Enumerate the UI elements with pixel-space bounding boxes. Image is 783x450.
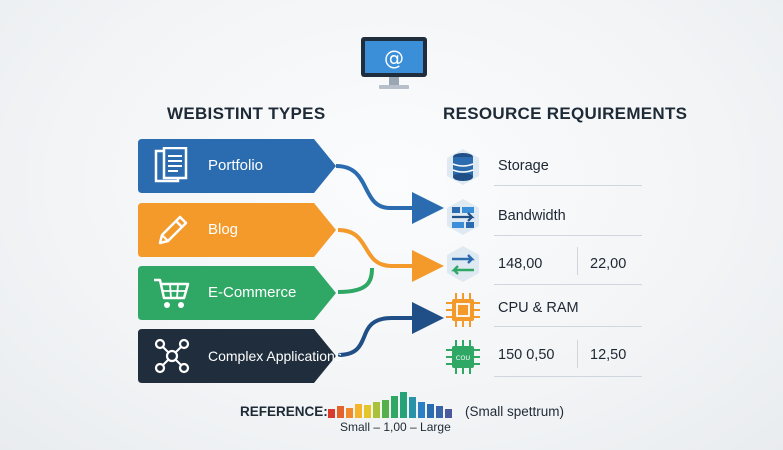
- spectrum-bar: [328, 409, 335, 418]
- spectrum-bar: [355, 404, 362, 418]
- row-divider: [494, 185, 642, 186]
- cou-chip-icon: COU: [446, 340, 480, 374]
- type-complex-label: Complex Applications: [208, 348, 342, 364]
- spectrum-bar: [400, 392, 407, 418]
- spectrum-bar: [382, 400, 389, 418]
- arrow-blog: [337, 228, 444, 282]
- spectrum-bar: [391, 396, 398, 418]
- pencil-icon: [158, 215, 188, 245]
- spectrum-bar: [373, 402, 380, 418]
- spectrum-bar: [409, 397, 416, 418]
- reference-scale: Small – 1,00 – Large: [340, 420, 451, 434]
- type-blog[interactable]: Blog: [138, 203, 338, 257]
- cpu-value-b: 12,50: [590, 347, 627, 363]
- storage-label: Storage: [498, 158, 549, 174]
- reference-note: (Small spettrum): [465, 404, 565, 419]
- cpu-ram-label: CPU & RAM: [498, 300, 579, 316]
- bandwidth-label: Bandwidth: [498, 208, 566, 224]
- type-blog-label: Blog: [208, 221, 239, 238]
- transfer-arrows-icon: [447, 246, 479, 282]
- type-portfolio[interactable]: Portfolio: [138, 139, 338, 193]
- cpu-value-a: 150 0,50: [498, 347, 555, 363]
- chip-text: COU: [456, 354, 471, 362]
- reference-spectrum: [328, 392, 458, 418]
- reference-label: REFERENCE:: [240, 404, 328, 419]
- bandwidth-icon: [447, 199, 479, 235]
- type-complex-applications[interactable]: Complex Applications: [138, 329, 342, 383]
- shopping-cart-icon: [154, 278, 190, 308]
- bandwidth-value-a: 148,00: [498, 256, 543, 272]
- spectrum-bar: [337, 406, 344, 418]
- row-divider: [494, 284, 642, 285]
- resource-requirements-heading: RESOURCE REQUIREMENTS: [443, 104, 688, 123]
- network-nodes-icon: [154, 338, 190, 374]
- type-ecommerce[interactable]: E-Commerce: [138, 266, 338, 320]
- column-divider: [577, 340, 578, 368]
- row-divider: [494, 376, 642, 377]
- spectrum-bar: [418, 402, 425, 418]
- arrow-complex: [337, 302, 444, 357]
- spectrum-bar: [427, 404, 434, 418]
- type-ecommerce-label: E-Commerce: [208, 284, 297, 301]
- column-divider: [577, 247, 578, 275]
- spectrum-bar: [364, 405, 371, 418]
- spectrum-bar: [436, 406, 443, 418]
- monitor-at-icon: @: [361, 37, 427, 89]
- website-types-heading: WEBISTINT TYPES: [167, 104, 326, 123]
- row-divider: [494, 326, 642, 327]
- document-icon: [154, 147, 188, 183]
- row-divider: [494, 235, 642, 236]
- spectrum-bar: [445, 409, 452, 418]
- type-portfolio-label: Portfolio: [208, 157, 264, 174]
- arrow-ecommerce: [337, 267, 374, 294]
- bandwidth-value-b: 22,00: [590, 256, 627, 272]
- database-icon: [447, 149, 479, 185]
- cpu-chip-icon: [446, 293, 480, 327]
- spectrum-bar: [346, 408, 353, 418]
- svg-text:@: @: [384, 46, 404, 70]
- arrow-portfolio: [335, 164, 444, 224]
